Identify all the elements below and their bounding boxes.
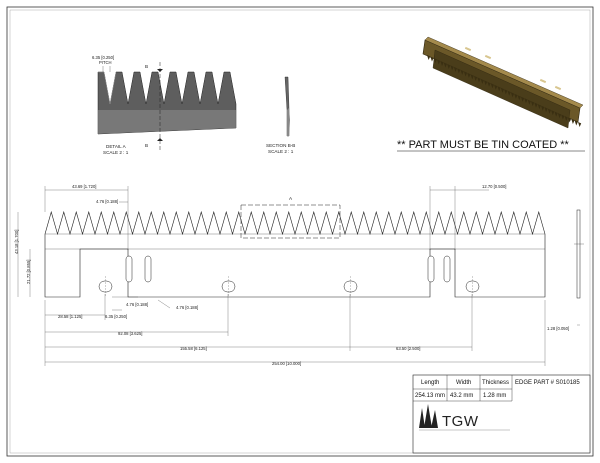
dim-second-hole: 92.08 [3.625] [118,331,142,336]
iso-tooth [564,116,568,122]
iso-tooth [531,101,535,107]
iso-tooth [470,74,474,80]
title-block: Length Width Thickness 254.13 mm 43.2 mm… [412,374,591,454]
iso-tooth [497,86,501,92]
iso-tooth [433,57,437,63]
iso-tooth [484,80,488,86]
iso-tooth [578,122,582,127]
dim-thickness: 1.28 [0.050] [547,326,569,331]
iso-tooth [504,89,508,95]
iso-tooth [537,104,541,110]
iso-tooth [457,68,461,74]
iso-tooth [467,72,471,78]
pitch-label: PITCH [99,60,112,65]
dim-hole-spacing: 63.50 [2.500] [396,346,420,351]
title-header-length: Length [421,380,439,386]
sheet-border [6,6,594,457]
iso-tooth [490,83,494,89]
iso-tooth [477,77,481,83]
detail-a-callout-box [240,204,341,239]
iso-tooth [541,105,545,111]
iso-tooth [514,93,518,99]
iso-tooth [443,62,447,68]
dim-slot-height: 21.72 [0.855] [26,260,31,284]
iso-tooth [427,55,431,60]
iso-tooth [430,56,434,62]
iso-tooth [571,119,575,125]
slot-left [125,255,152,283]
iso-tooth [440,60,444,66]
dim-hole-height: 4.76 [0.188] [176,305,198,310]
dim-overall-width: 43.18 [1.700] [14,230,19,254]
section-bb-label: SECTION B-B [266,143,295,148]
dim-hole-slot-offset: 4.76 [0.188] [126,302,148,307]
dim-slot-width-top: 4.76 [0.188] [96,199,118,204]
title-header-thickness: Thickness [482,380,509,386]
dim-overall-length: 254.00 [10.000] [272,361,301,366]
dim-third-hole: 155.58 [6.125] [180,346,207,351]
iso-tooth [557,113,562,119]
iso-tooth [561,114,565,120]
slot-right [427,255,451,283]
dim-first-hole: 28.58 [1.125] [58,314,82,319]
iso-tooth [567,117,572,123]
detail-a-label: DETAIL A [106,144,127,149]
iso-tooth [447,63,451,69]
dim-overall-teeth-offset: 43.69 [1.720] [72,184,96,189]
iso-tooth [494,84,498,90]
iso-tooth [574,120,578,126]
section-bb-view: SECTION B-B SCALE 2 : 1 [266,76,295,154]
iso-tooth [517,95,521,101]
iso-tooth [507,90,511,96]
title-header-width: Width [456,380,471,386]
iso-tooth [450,65,454,71]
sheet-inner-border [9,9,591,454]
detail-a-scale: SCALE 2 : 1 [103,150,129,155]
iso-tooth [460,69,464,75]
iso-tooth [500,87,505,93]
title-value-width: 43.2 mm [450,393,473,399]
main-elevation: A [44,196,584,299]
iso-tooth [437,59,441,65]
iso-tooth [487,81,491,87]
dimension-lines [17,186,580,366]
title-value-thickness: 1.28 mm [483,393,506,399]
iso-tooth [510,92,515,98]
pitch-dimension: 6.35 [0.250] [92,55,114,60]
logo-text: TGW [442,413,479,430]
iso-tooth [480,78,484,84]
part-number: EDGE PART # S010185 [515,380,580,386]
callout-a-label: A [289,196,293,201]
iso-tooth [520,96,525,102]
iso-tooth [554,111,558,117]
section-marker-top: B [145,64,148,69]
dim-hole-diameter: 6.35 [0.250] [105,314,127,319]
title-value-length: 254.13 mm [415,393,445,399]
section-marker-bottom: B [145,143,148,148]
iso-tooth [463,71,468,77]
side-thickness-view [574,209,584,299]
section-bb-scale: SCALE 2 : 1 [268,149,294,154]
detail-a-view: B B 6.35 [0.250] PITCH DETAIL A SCALE 2 … [92,55,237,155]
mounting-holes [98,276,480,297]
iso-tooth [473,75,478,81]
tgw-logo: TGW [419,404,510,431]
iso-tooth [547,108,551,114]
iso-tooth [524,98,528,104]
iso-tooth [527,99,531,105]
iso-tooth [453,66,458,72]
tin-coated-note: ** PART MUST BE TIN COATED ** [397,139,569,151]
iso-tooth [534,102,538,108]
iso-tooth [551,110,555,116]
iso-render [422,36,584,129]
iso-tooth [544,107,548,113]
iso-teeth [427,55,582,127]
dim-slot-spacing: 12.70 [0.500] [482,184,506,189]
